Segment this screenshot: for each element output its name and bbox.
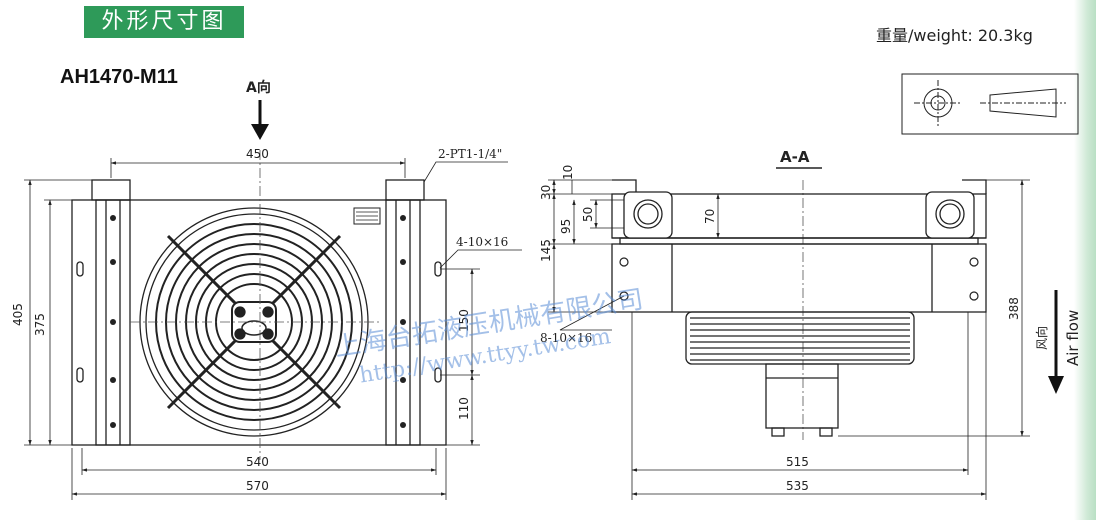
- dim-145: 145: [539, 239, 553, 262]
- header-right: [385, 199, 421, 446]
- direction-label: A向: [246, 79, 271, 96]
- bracket-left: [612, 179, 637, 194]
- dim-515: 515: [786, 455, 809, 469]
- watermark: 上海台拓液压机械有限公司 http://www.ttyy.tw.com: [333, 285, 646, 389]
- weight-label: 重量/weight: 20.3kg: [876, 26, 1033, 45]
- inlet-port-right: [385, 179, 425, 201]
- front-dimensions: [24, 158, 522, 500]
- section-title: A-A: [780, 148, 810, 166]
- mount-slot: [76, 367, 84, 383]
- core-frame: [611, 243, 987, 313]
- centerlines: [130, 150, 804, 460]
- model-number: AH1470-M11: [60, 66, 178, 88]
- dim-height-outer: 405: [11, 303, 25, 326]
- dim-height-inner: 375: [33, 313, 47, 336]
- front-view: [71, 179, 447, 446]
- decorative-side-band: [1074, 0, 1096, 520]
- dim-535: 535: [786, 479, 809, 493]
- air-flow-indicator: 风向 Air flow: [1034, 290, 1082, 394]
- page-title: 外形尺寸图: [84, 6, 244, 38]
- dim-bottom-inner: 540: [246, 455, 269, 469]
- dim-50: 50: [581, 207, 595, 222]
- front-hole-label: 4-10×16: [456, 235, 508, 249]
- dim-bottom-outer: 570: [246, 479, 269, 493]
- mount-slot: [76, 261, 84, 277]
- header-left: [95, 199, 131, 446]
- dim-388: 388: [1007, 297, 1021, 320]
- section-dimensions: [548, 179, 1030, 500]
- port-label: 2-PT1-1/4": [438, 147, 502, 161]
- projection-symbol: [901, 73, 1079, 135]
- dim-70: 70: [703, 209, 717, 224]
- dim-30: 30: [539, 185, 553, 200]
- view-direction-arrow: A向: [246, 79, 271, 140]
- header-bolts: [110, 215, 406, 428]
- dim-hole-bottom: 110: [457, 397, 471, 420]
- fan-ring: [685, 311, 915, 365]
- section-hole-label: 8-10×16: [540, 331, 592, 345]
- cooler-body: [71, 199, 447, 446]
- motor: [765, 363, 839, 429]
- air-flow-en: Air flow: [1064, 310, 1082, 366]
- section-bolts: [619, 257, 979, 301]
- name-plate: [353, 207, 381, 225]
- dim-hole-spacing: 150: [457, 309, 471, 332]
- dim-top-width: 450: [246, 147, 269, 161]
- inlet-port-left: [91, 179, 131, 201]
- section-view: [611, 179, 987, 437]
- air-flow-cn: 风向: [1034, 326, 1049, 350]
- dim-10: 10: [561, 165, 575, 180]
- dim-95: 95: [559, 219, 573, 234]
